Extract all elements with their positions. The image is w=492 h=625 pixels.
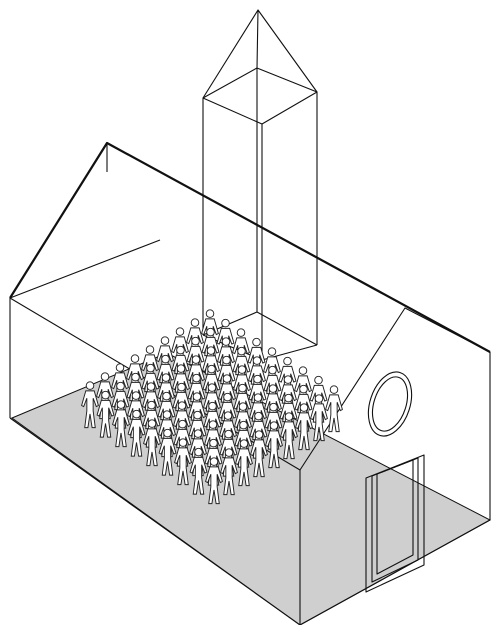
rose-window [361,366,419,441]
person-figure [326,386,343,432]
steeple [203,10,317,360]
